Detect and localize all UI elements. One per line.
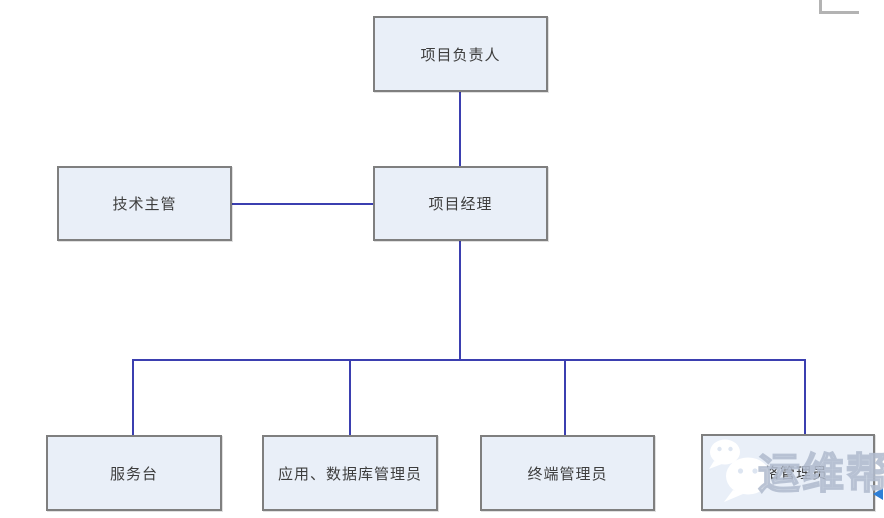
cropped-shape-corner <box>819 0 822 13</box>
connector-drop-service-desk <box>132 359 134 435</box>
node-terminal-admin: 终端管理员 <box>480 435 655 511</box>
connector-supervisor-manager <box>232 203 373 205</box>
cropped-shape-corner <box>819 11 859 14</box>
connector-drop-app-db-admin <box>349 359 351 435</box>
node-app-db-admin-label: 应用、数据库管理员 <box>277 464 422 483</box>
node-network-admin: 网络管理员 <box>701 434 875 511</box>
node-project-manager: 项目经理 <box>373 166 548 241</box>
node-app-db-admin: 应用、数据库管理员 <box>262 435 438 511</box>
connector-drop-network-admin <box>804 359 806 435</box>
node-tech-supervisor-label: 技术主管 <box>112 195 177 213</box>
node-service-desk-label: 服务台 <box>109 464 158 483</box>
connector-manager-bus <box>459 241 461 361</box>
node-service-desk: 服务台 <box>46 435 222 511</box>
connector-bus <box>132 359 806 361</box>
node-project-leader-label: 项目负责人 <box>420 45 501 64</box>
connector-drop-terminal-admin <box>564 359 566 435</box>
connector-leader-manager <box>459 92 461 167</box>
edge-arrow-icon <box>873 488 883 500</box>
node-project-leader: 项目负责人 <box>373 16 548 92</box>
node-terminal-admin-label: 终端管理员 <box>527 464 608 483</box>
node-tech-supervisor: 技术主管 <box>57 166 232 241</box>
node-network-admin-label: 网络管理员 <box>747 464 828 482</box>
node-project-manager-label: 项目经理 <box>428 195 493 213</box>
